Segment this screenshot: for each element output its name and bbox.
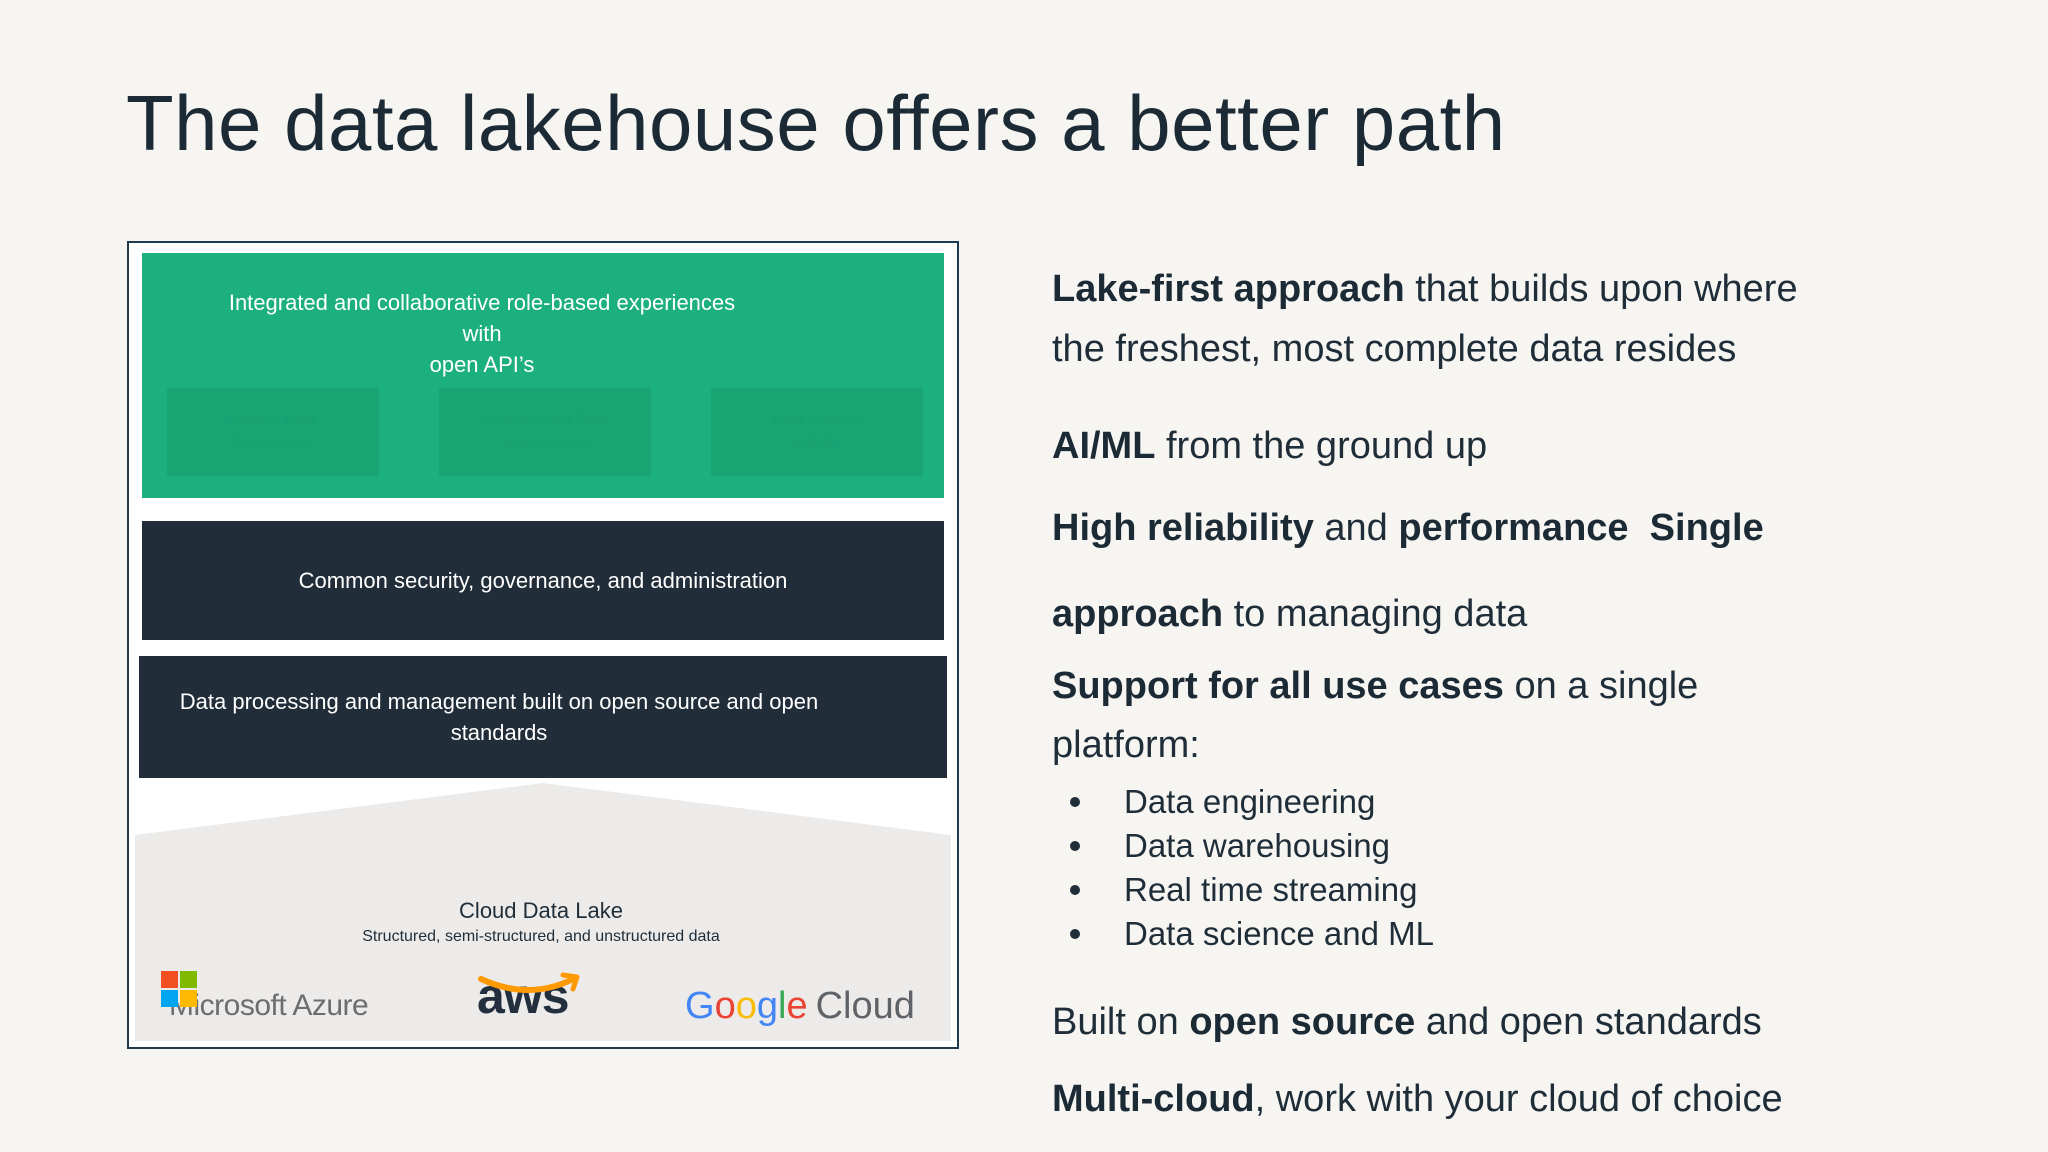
- google-logo-text: Google: [685, 985, 808, 1028]
- google-letter: e: [786, 984, 808, 1027]
- point-open-source-rest: and open standards: [1415, 1001, 1762, 1043]
- google-letter: G: [685, 984, 715, 1027]
- experience-caption-line1: Integrated and collaborative role-based …: [228, 290, 736, 346]
- tile-label: Data Science: [772, 411, 862, 428]
- bullet-icon: [1070, 797, 1080, 807]
- cloud-data-lake: Cloud Data Lake Structured, semi-structu…: [135, 783, 951, 1041]
- aws-smile-icon: [478, 972, 580, 993]
- tile-data-science-ml: Data Science and ML: [711, 388, 923, 476]
- point-lake-first-line2: the freshest, most complete data resides: [1052, 328, 1737, 370]
- tile-analytics-warehousing: Analytics and Data Warehousing: [439, 388, 651, 476]
- bullet-icon: [1070, 929, 1080, 939]
- experience-layer: Integrated and collaborative role-based …: [142, 253, 944, 498]
- point-open-source-pre: Built on: [1052, 1001, 1190, 1043]
- tile-data-engineering: Modern Data Engineering: [167, 388, 379, 476]
- point-open-source: Built on open source and open standards: [1052, 1001, 1762, 1044]
- list-item: Data science and ML: [1052, 912, 1434, 956]
- experience-layer-caption: Integrated and collaborative role-based …: [212, 287, 752, 380]
- point-reliability: High reliability and performance Single: [1052, 507, 1764, 550]
- slide-title: The data lakehouse offers a better path: [126, 79, 1506, 167]
- point-use-cases-rest: on a single: [1503, 665, 1699, 707]
- point-approach-rest: to managing data: [1223, 593, 1528, 635]
- list-item: Data warehousing: [1052, 824, 1434, 868]
- point-lake-first: Lake-first approach that builds upon whe…: [1052, 268, 1798, 311]
- lake-title: Cloud Data Lake: [459, 898, 623, 923]
- use-case-label: Data engineering: [1124, 783, 1376, 820]
- lake-shape: [135, 783, 951, 1041]
- tile-label: and ML: [791, 434, 843, 451]
- list-item: Data engineering: [1052, 780, 1434, 824]
- processing-caption-line2: standards: [450, 720, 548, 745]
- point-multi-cloud-rest: , work with your cloud of choice: [1254, 1078, 1783, 1120]
- cloud-logo-text: Cloud: [815, 984, 915, 1027]
- point-single-bold: Single: [1628, 507, 1764, 549]
- tile-label: Modern Data: [229, 411, 317, 428]
- google-letter: g: [756, 984, 778, 1027]
- use-case-label: Real time streaming: [1124, 871, 1418, 908]
- governance-layer: Common security, governance, and adminis…: [142, 521, 944, 640]
- bullet-icon: [1070, 841, 1080, 851]
- tile-label: Analytics and Data: [482, 411, 608, 428]
- point-use-cases: Support for all use cases on a single: [1052, 665, 1698, 708]
- use-case-label: Data science and ML: [1124, 915, 1435, 952]
- use-case-list: Data engineering Data warehousing Real t…: [1052, 780, 1434, 956]
- point-multi-cloud: Multi-cloud, work with your cloud of cho…: [1052, 1078, 1783, 1121]
- point-open-source-bold: open source: [1189, 1001, 1416, 1043]
- experience-caption-line2: open API’s: [429, 352, 535, 377]
- azure-logo-text: Microsoft Azure: [169, 989, 369, 1022]
- point-lake-first-bold: Lake-first approach: [1052, 268, 1405, 310]
- tile-label: Engineering: [232, 434, 314, 451]
- processing-caption-line1: Data processing and management built on …: [179, 689, 819, 714]
- use-case-label: Data warehousing: [1124, 827, 1390, 864]
- point-ai-ml-rest: from the ground up: [1155, 425, 1488, 467]
- lakehouse-diagram: Integrated and collaborative role-based …: [127, 241, 959, 1049]
- google-letter: o: [735, 984, 757, 1027]
- windows-icon: [161, 971, 197, 1007]
- processing-layer: Data processing and management built on …: [139, 656, 947, 778]
- google-cloud-logo: Google Cloud: [685, 971, 915, 1041]
- point-single-approach: approach to managing data: [1052, 593, 1527, 636]
- point-reliability-mid: and: [1313, 507, 1399, 549]
- point-ai-ml: AI/ML from the ground up: [1052, 425, 1487, 468]
- microsoft-azure-logo: Microsoft Azure: [161, 971, 369, 1041]
- point-performance-bold: performance: [1398, 507, 1629, 549]
- point-use-cases-bold: Support for all use cases: [1052, 665, 1504, 707]
- point-multi-cloud-bold: Multi-cloud: [1052, 1078, 1255, 1120]
- point-reliability-bold: High reliability: [1052, 507, 1314, 549]
- bullet-icon: [1070, 885, 1080, 895]
- point-lake-first-rest: that builds upon where: [1404, 268, 1798, 310]
- list-item: Real time streaming: [1052, 868, 1434, 912]
- point-use-cases-line2: platform:: [1052, 724, 1200, 766]
- processing-layer-caption: Data processing and management built on …: [179, 686, 819, 748]
- point-approach-bold: approach: [1052, 593, 1224, 635]
- tile-label: Warehousing: [501, 434, 589, 451]
- google-letter: o: [714, 984, 736, 1027]
- aws-logo: aws: [477, 971, 587, 1041]
- point-ai-ml-bold: AI/ML: [1052, 425, 1156, 467]
- google-letter: l: [777, 984, 787, 1027]
- lake-subtitle: Structured, semi-structured, and unstruc…: [362, 928, 720, 945]
- aws-logo-text: aws: [477, 968, 570, 1024]
